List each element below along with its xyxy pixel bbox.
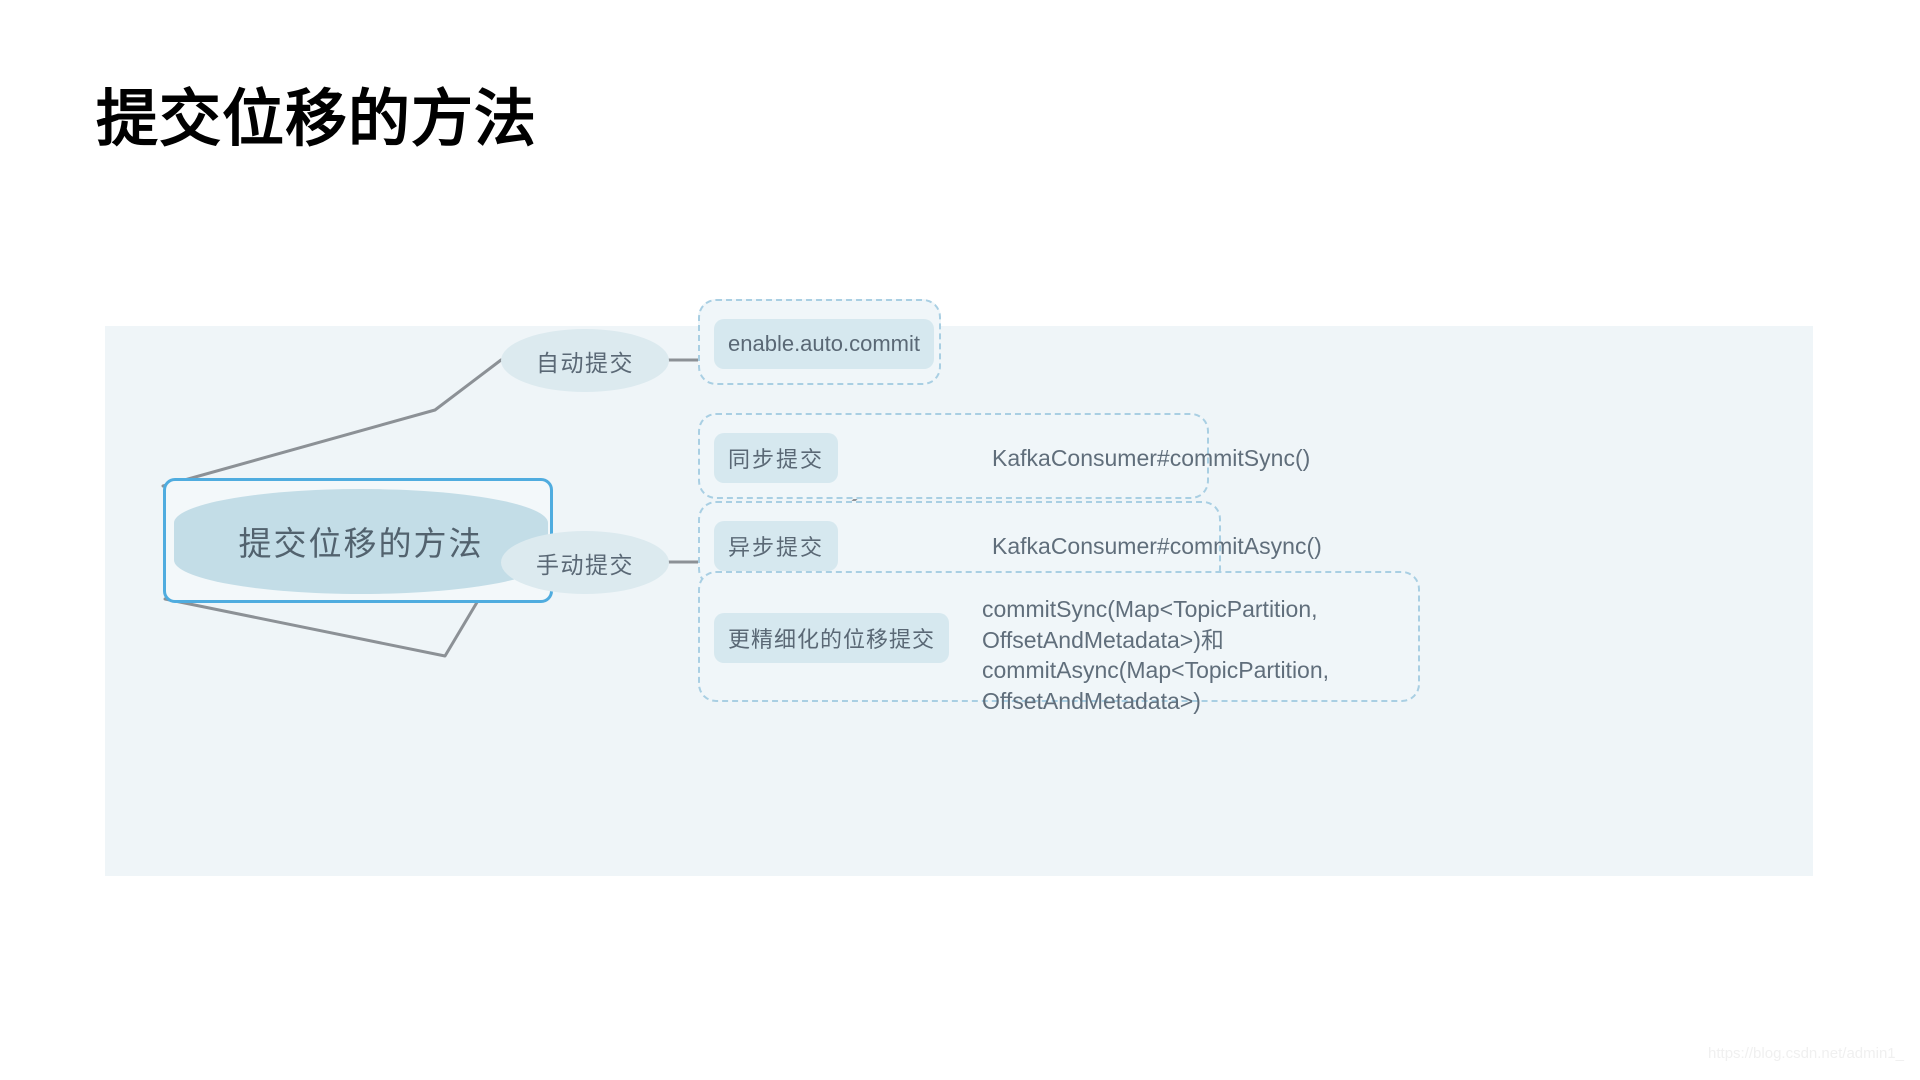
group-box-fine-grained-commit: 更精细化的位移提交 commitSync(Map<TopicPartition,…	[698, 571, 1420, 714]
leaf-node-fine-grained-commit[interactable]: 更精细化的位移提交	[714, 613, 950, 663]
leaf-value-async-commit: KafkaConsumer#commitAsync()	[992, 533, 1322, 559]
leaf-node-enable-auto-commit[interactable]: enable.auto.commit	[714, 319, 934, 369]
mindmap-root-node[interactable]: 提交位移的方法	[163, 478, 553, 603]
root-lens-shape	[174, 489, 548, 594]
watermark: https://blog.csdn.net/admin1_	[1708, 1045, 1904, 1062]
branch-node-auto-commit[interactable]: 自动提交	[501, 329, 669, 392]
group-box-auto-commit: enable.auto.commit	[698, 299, 941, 385]
leaf-value-fine-grained-commit: commitSync(Map<TopicPartition, OffsetAnd…	[982, 596, 1330, 714]
leaf-node-async-commit[interactable]: 异步提交	[714, 521, 839, 571]
leaf-node-sync-commit[interactable]: 同步提交	[714, 433, 839, 483]
leaf-value-sync-commit: KafkaConsumer#commitSync()	[992, 445, 1311, 471]
root-node-label: 提交位移的方法	[238, 524, 484, 562]
branch-node-manual-commit[interactable]: 手动提交	[501, 531, 669, 594]
mindmap-canvas: 提交位移的方法 自动提交 手动提交 enable.auto.commit 同步提…	[105, 299, 1813, 876]
group-box-sync-commit: 同步提交 KafkaConsumer#commitSync()	[698, 413, 1310, 499]
page-title: 提交位移的方法	[96, 85, 538, 154]
